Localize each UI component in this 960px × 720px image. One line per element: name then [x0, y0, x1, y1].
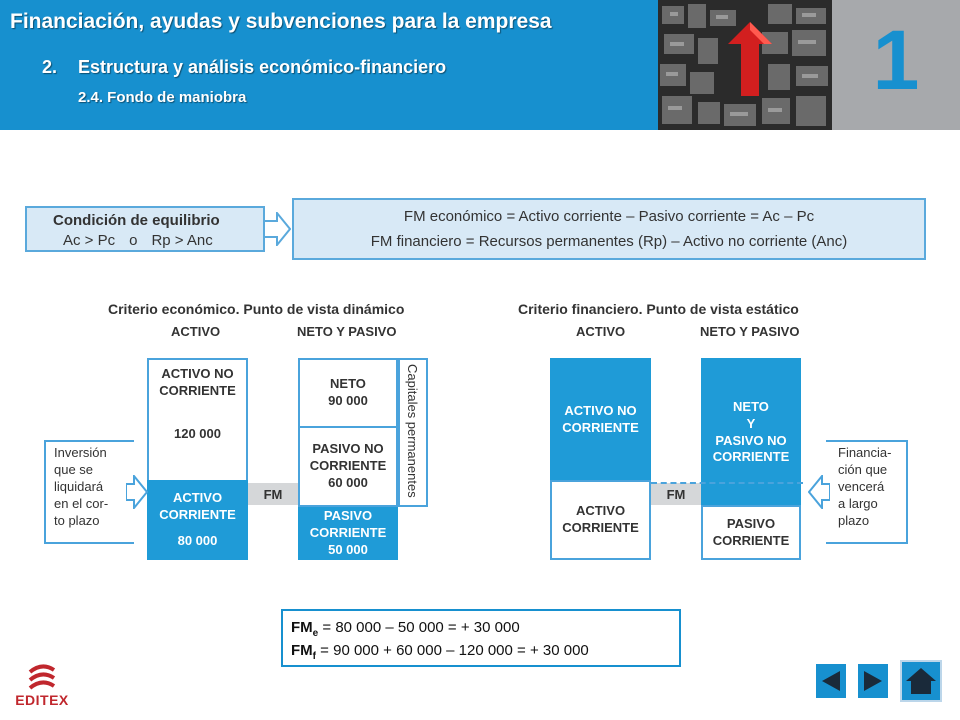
condition-ac-pc: Ac > Pc	[63, 232, 116, 249]
fm-f-prefix: FM	[291, 642, 313, 659]
home-button[interactable]	[900, 660, 942, 702]
fm-f-expression: = 90 000 + 60 000 – 120 000 = + 30 000	[316, 642, 589, 659]
economic-ac-label-2: CORRIENTE	[159, 506, 236, 522]
economic-pnc-value: 60 000	[328, 474, 368, 490]
economic-ac-label-1: ACTIVO	[172, 489, 223, 505]
economic-pc-value: 50 000	[328, 541, 368, 557]
economic-pnc-label-1: PASIVO NO	[312, 441, 384, 457]
economic-side-line-3: liquidará	[54, 478, 104, 494]
fm-f-subscript: f	[312, 651, 317, 662]
fm-e-expression: = 80 000 – 50 000 = + 30 000	[318, 619, 520, 636]
economic-neto-block: NETO 90 000	[298, 358, 398, 428]
editex-logo: EDITEX	[10, 662, 74, 712]
financial-side-line-2: ción que	[838, 461, 888, 477]
header-banner: Financiación, ayudas y subvenciones para…	[0, 0, 960, 130]
financial-pc-label-2: CORRIENTE	[712, 532, 790, 548]
fm-economic-result: FMe = 80 000 – 50 000 = + 30 000	[291, 619, 520, 639]
subsection-title: 2.4. Fondo de maniobra	[78, 89, 247, 106]
equilibrium-condition-box: Condición de equilibrio Ac > Pc o Rp > Anc	[25, 206, 265, 252]
fm-result-box: FMe = 80 000 – 50 000 = + 30 000 FMf = 9…	[281, 609, 681, 667]
next-slide-button[interactable]	[858, 664, 888, 698]
financial-neto-label-1: NETO	[733, 398, 769, 414]
economic-side-arrow-icon	[126, 475, 148, 509]
financial-ac-block: ACTIVO CORRIENTE	[550, 480, 651, 560]
financial-neto-label-4: CORRIENTE	[712, 449, 790, 465]
economic-side-line-2: que se	[54, 461, 94, 477]
previous-slide-button[interactable]	[816, 664, 846, 698]
financial-anc-label-1: ACTIVO NO	[564, 403, 637, 419]
page-title: Financiación, ayudas y subvenciones para…	[10, 10, 552, 33]
economic-pnc-block: PASIVO NO CORRIENTE 60 000	[298, 426, 398, 507]
triangle-right-icon	[864, 671, 882, 691]
financial-ac-label-1: ACTIVO	[575, 503, 626, 519]
chapter-badge: 1	[832, 0, 960, 130]
section-number: 2.	[42, 57, 58, 77]
financial-anc-label-2: CORRIENTE	[562, 420, 639, 435]
economic-anc-label-2: CORRIENTE	[159, 382, 236, 398]
fm-financial-result: FMf = 90 000 + 60 000 – 120 000 = + 30 0…	[291, 642, 589, 662]
fm-financial-formula: FM financiero = Recursos permanentes (Rp…	[370, 233, 848, 250]
chapter-number: 1	[872, 13, 920, 107]
economic-side-note: Inversión que se liquidará en el cor- to…	[44, 440, 134, 544]
financial-side-arrow-icon	[808, 475, 830, 509]
financial-side-line-4: a largo	[838, 495, 878, 511]
economic-side-note-text: Inversión que se liquidará en el cor- to…	[54, 445, 108, 529]
section-title: 2. Estructura y análisis económico-financ…	[42, 57, 446, 78]
economic-pc-label-1: PASIVO	[323, 508, 373, 524]
section-title-text: Estructura y análisis económico-financie…	[78, 57, 447, 77]
financial-neto-label-3: PASIVO NO	[715, 432, 787, 448]
equilibrium-condition-line: Ac > Pc o Rp > Anc	[63, 232, 227, 249]
financial-side-note: Financia- ción que vencerá a largo plazo	[826, 440, 908, 544]
equilibrium-condition-title: Condición de equilibrio	[53, 212, 220, 229]
financial-criterion-title: Criterio financiero. Punto de vista está…	[518, 301, 799, 317]
financial-side-line-5: plazo	[838, 512, 870, 528]
economic-pnc-label-2: CORRIENTE	[309, 458, 387, 474]
financial-neto-label-2: Y	[746, 415, 756, 431]
financial-pc-label-1: PASIVO	[726, 515, 776, 531]
economic-ac-value: 80 000	[177, 533, 218, 549]
financial-fm-box: FM	[651, 483, 701, 505]
fm-economic-formula: FM económico = Activo corriente – Pasivo…	[403, 208, 815, 225]
editex-logo-text: EDITEX	[15, 692, 69, 708]
financial-side-line-3: vencerá	[838, 478, 885, 494]
financial-col-activo: ACTIVO	[576, 324, 626, 339]
economic-side-line-1: Inversión	[54, 445, 107, 460]
fm-e-subscript: e	[312, 628, 319, 639]
fm-formula-box: FM económico = Activo corriente – Pasivo…	[292, 198, 926, 260]
condition-rp-anc: Rp > Anc	[151, 232, 213, 249]
economic-col-activo: ACTIVO	[171, 324, 221, 339]
economic-pc-label-2: CORRIENTE	[309, 525, 387, 541]
financial-anc-block: ACTIVO NO CORRIENTE	[550, 358, 651, 482]
triangle-left-icon	[822, 671, 840, 691]
economic-neto-value: 90 000	[328, 393, 368, 408]
financial-col-neto-pasivo: NETO Y PASIVO	[700, 324, 800, 339]
editex-logo-mark-icon	[28, 664, 56, 690]
fm-e-prefix: FM	[291, 619, 313, 636]
arrow-right-icon	[263, 212, 291, 246]
economic-fm-box: FM	[248, 483, 298, 505]
economic-neto-label: NETO	[330, 376, 366, 392]
financial-neto-pnc-block: NETO Y PASIVO NO CORRIENTE	[701, 358, 801, 507]
financial-side-line-1: Financia-	[838, 445, 892, 460]
economic-col-neto-pasivo: NETO Y PASIVO	[297, 324, 397, 339]
economic-side-line-5: to plazo	[54, 512, 100, 528]
financial-ac-label-2: CORRIENTE	[562, 520, 639, 535]
financial-pc-block: PASIVO CORRIENTE	[701, 505, 801, 560]
financial-side-note-text: Financia- ción que vencerá a largo plazo	[838, 445, 891, 529]
economic-anc-block: ACTIVO NO CORRIENTE 120 000	[147, 358, 248, 482]
economic-ac-block: ACTIVO CORRIENTE 80 000	[147, 480, 248, 560]
economic-criterion-title: Criterio económico. Punto de vista dinám…	[108, 301, 405, 317]
financial-dashed-divider	[651, 482, 803, 484]
header-photo	[658, 0, 832, 130]
economic-pc-block: PASIVO CORRIENTE 50 000	[298, 507, 398, 560]
home-icon	[906, 668, 936, 694]
condition-connector: o	[129, 232, 138, 249]
capitales-permanentes-bracket: Capitales permanentes	[398, 358, 428, 507]
economic-side-line-4: en el cor-	[54, 495, 109, 511]
economic-anc-value: 120 000	[174, 425, 221, 441]
economic-anc-label-1: ACTIVO NO	[161, 366, 234, 381]
capitales-permanentes-label: Capitales permanentes	[405, 364, 420, 498]
